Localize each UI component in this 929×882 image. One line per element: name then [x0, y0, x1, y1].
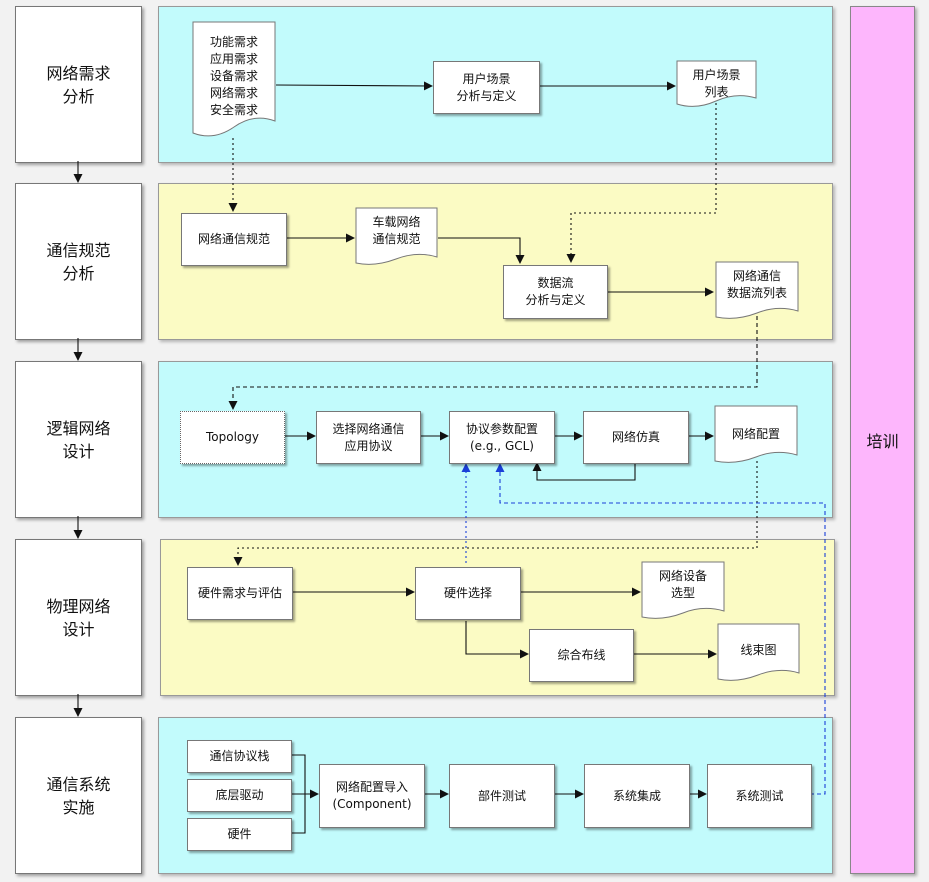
harness-diagram-label: 线束图 [740, 643, 777, 657]
document-shape-icon [641, 561, 725, 619]
select-protocol-box: 选择网络通信 应用协议 [316, 411, 421, 464]
training-bar: 培训 [850, 6, 915, 874]
phase-network-requirements: 网络需求 分析 [15, 6, 142, 163]
network-simulation-box: 网络仿真 [583, 411, 689, 464]
harness-diagram-document: 线束图 [717, 623, 800, 683]
document-shape-icon [717, 623, 800, 681]
network-config-document: 网络配置 [714, 405, 798, 465]
phase-physical-network-design: 物理网络 设计 [15, 539, 142, 696]
hw-selection-box: 硬件选择 [415, 567, 521, 620]
hw-requirements-box: 硬件需求与评估 [187, 567, 293, 620]
user-scenario-list-document: 用户场景 列表 [676, 60, 757, 108]
config-import-box: 网络配置导入 (Component) [319, 764, 425, 828]
hardware-box: 硬件 [187, 818, 292, 851]
phase-comm-spec-analysis: 通信规范 分析 [15, 183, 142, 340]
user-scenario-list-label: 用户场景 列表 [692, 68, 741, 99]
data-flow-box: 数据流 分析与定义 [503, 265, 608, 319]
document-shape-icon [715, 261, 799, 319]
topology-box: Topology [180, 411, 285, 464]
document-shape-icon [676, 60, 757, 107]
phase-comm-system-implementation: 通信系统 实施 [15, 717, 142, 874]
system-test-box: 系统测试 [707, 764, 812, 828]
data-flow-list-label: 网络通信 数据流列表 [726, 269, 787, 300]
training-label: 培训 [866, 432, 899, 451]
requirements-document-label: 功能需求 应用需求 设备需求 网络需求 安全需求 [209, 35, 258, 117]
component-test-box: 部件测试 [449, 764, 555, 828]
user-scenario-box: 用户场景 分析与定义 [433, 61, 540, 114]
network-device-selection-label: 网络设备 选型 [658, 569, 707, 600]
document-shape-icon [714, 405, 798, 463]
protocol-stack-box: 通信协议栈 [187, 740, 292, 773]
document-shape-icon [355, 207, 438, 265]
network-device-selection-document: 网络设备 选型 [641, 561, 725, 621]
requirements-document: 功能需求 应用需求 设备需求 网络需求 安全需求 [192, 21, 276, 141]
integrated-wiring-box: 综合布线 [529, 629, 634, 682]
system-integration-box: 系统集成 [584, 764, 690, 828]
low-level-driver-box: 底层驱动 [187, 779, 292, 812]
vehicle-network-spec-document: 车载网络 通信规范 [355, 207, 438, 267]
network-comm-spec-box: 网络通信规范 [181, 213, 287, 266]
protocol-params-box: 协议参数配置 (e.g., GCL) [449, 411, 555, 464]
data-flow-list-document: 网络通信 数据流列表 [715, 261, 799, 321]
network-config-label: 网络配置 [731, 427, 780, 441]
document-shape-icon [192, 21, 276, 137]
vehicle-network-spec-label: 车载网络 通信规范 [372, 215, 421, 246]
